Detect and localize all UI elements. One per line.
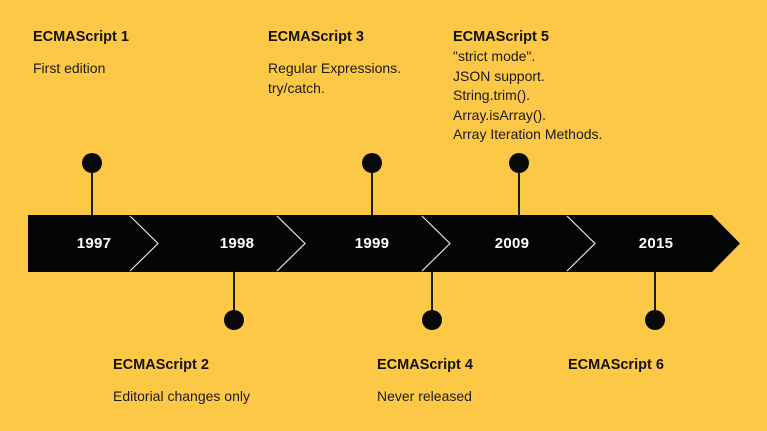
annotation-body: First edition xyxy=(33,60,106,76)
annotation-title: ECMAScript 2 xyxy=(113,357,209,373)
annotation-title: ECMAScript 5 xyxy=(453,29,549,45)
annotation-body: Regular Expressions. try/catch. xyxy=(268,60,402,96)
timeline-dividers xyxy=(129,215,596,272)
annotation-body: Editorial changes only xyxy=(113,388,250,404)
marker-dot-icon xyxy=(82,153,102,173)
marker-dot-icon xyxy=(362,153,382,173)
timeline-body xyxy=(28,215,740,272)
annotation-title: ECMAScript 4 xyxy=(377,357,473,373)
timeline-bar-shape xyxy=(28,215,740,272)
annotation-above-ecmascript-5: ECMAScript 5 "strict mode". JSON support… xyxy=(453,28,602,145)
annotation-title: ECMAScript 1 xyxy=(33,29,129,45)
timeline-year-1999: 1999 xyxy=(354,235,390,252)
timeline-bar: 1997 1998 1999 2009 2015 xyxy=(28,215,740,272)
chevron-divider-icon xyxy=(276,215,306,272)
annotation-below-ecmascript-4: ECMAScript 4 Never released xyxy=(377,356,473,407)
marker-stem xyxy=(654,272,656,311)
timeline-year-1998: 1998 xyxy=(219,235,255,252)
annotation-title: ECMAScript 3 xyxy=(268,29,364,45)
annotation-below-ecmascript-2: ECMAScript 2 Editorial changes only xyxy=(113,356,250,407)
marker-stem xyxy=(371,173,373,215)
chevron-divider-icon xyxy=(421,215,451,272)
marker-stem xyxy=(518,173,520,215)
annotation-above-ecmascript-3: ECMAScript 3 Regular Expressions. try/ca… xyxy=(268,28,401,98)
marker-dot-icon xyxy=(645,310,665,330)
marker-stem xyxy=(91,173,93,215)
marker-dot-icon xyxy=(509,153,529,173)
annotation-title: ECMAScript 6 xyxy=(568,357,664,373)
timeline-year-2009: 2009 xyxy=(494,235,530,252)
annotation-body: Never released xyxy=(377,388,472,404)
annotation-below-ecmascript-6: ECMAScript 6 xyxy=(568,356,664,387)
marker-dot-icon xyxy=(224,310,244,330)
timeline-year-2015: 2015 xyxy=(638,235,674,252)
chevron-divider-icon xyxy=(566,215,596,272)
chevron-divider-icon xyxy=(129,215,159,272)
annotation-above-ecmascript-1: ECMAScript 1 First edition xyxy=(33,28,129,79)
timeline-year-1997: 1997 xyxy=(76,235,112,252)
marker-dot-icon xyxy=(422,310,442,330)
marker-stem xyxy=(431,272,433,311)
annotation-body: "strict mode". JSON support. String.trim… xyxy=(453,48,603,142)
marker-stem xyxy=(233,272,235,311)
